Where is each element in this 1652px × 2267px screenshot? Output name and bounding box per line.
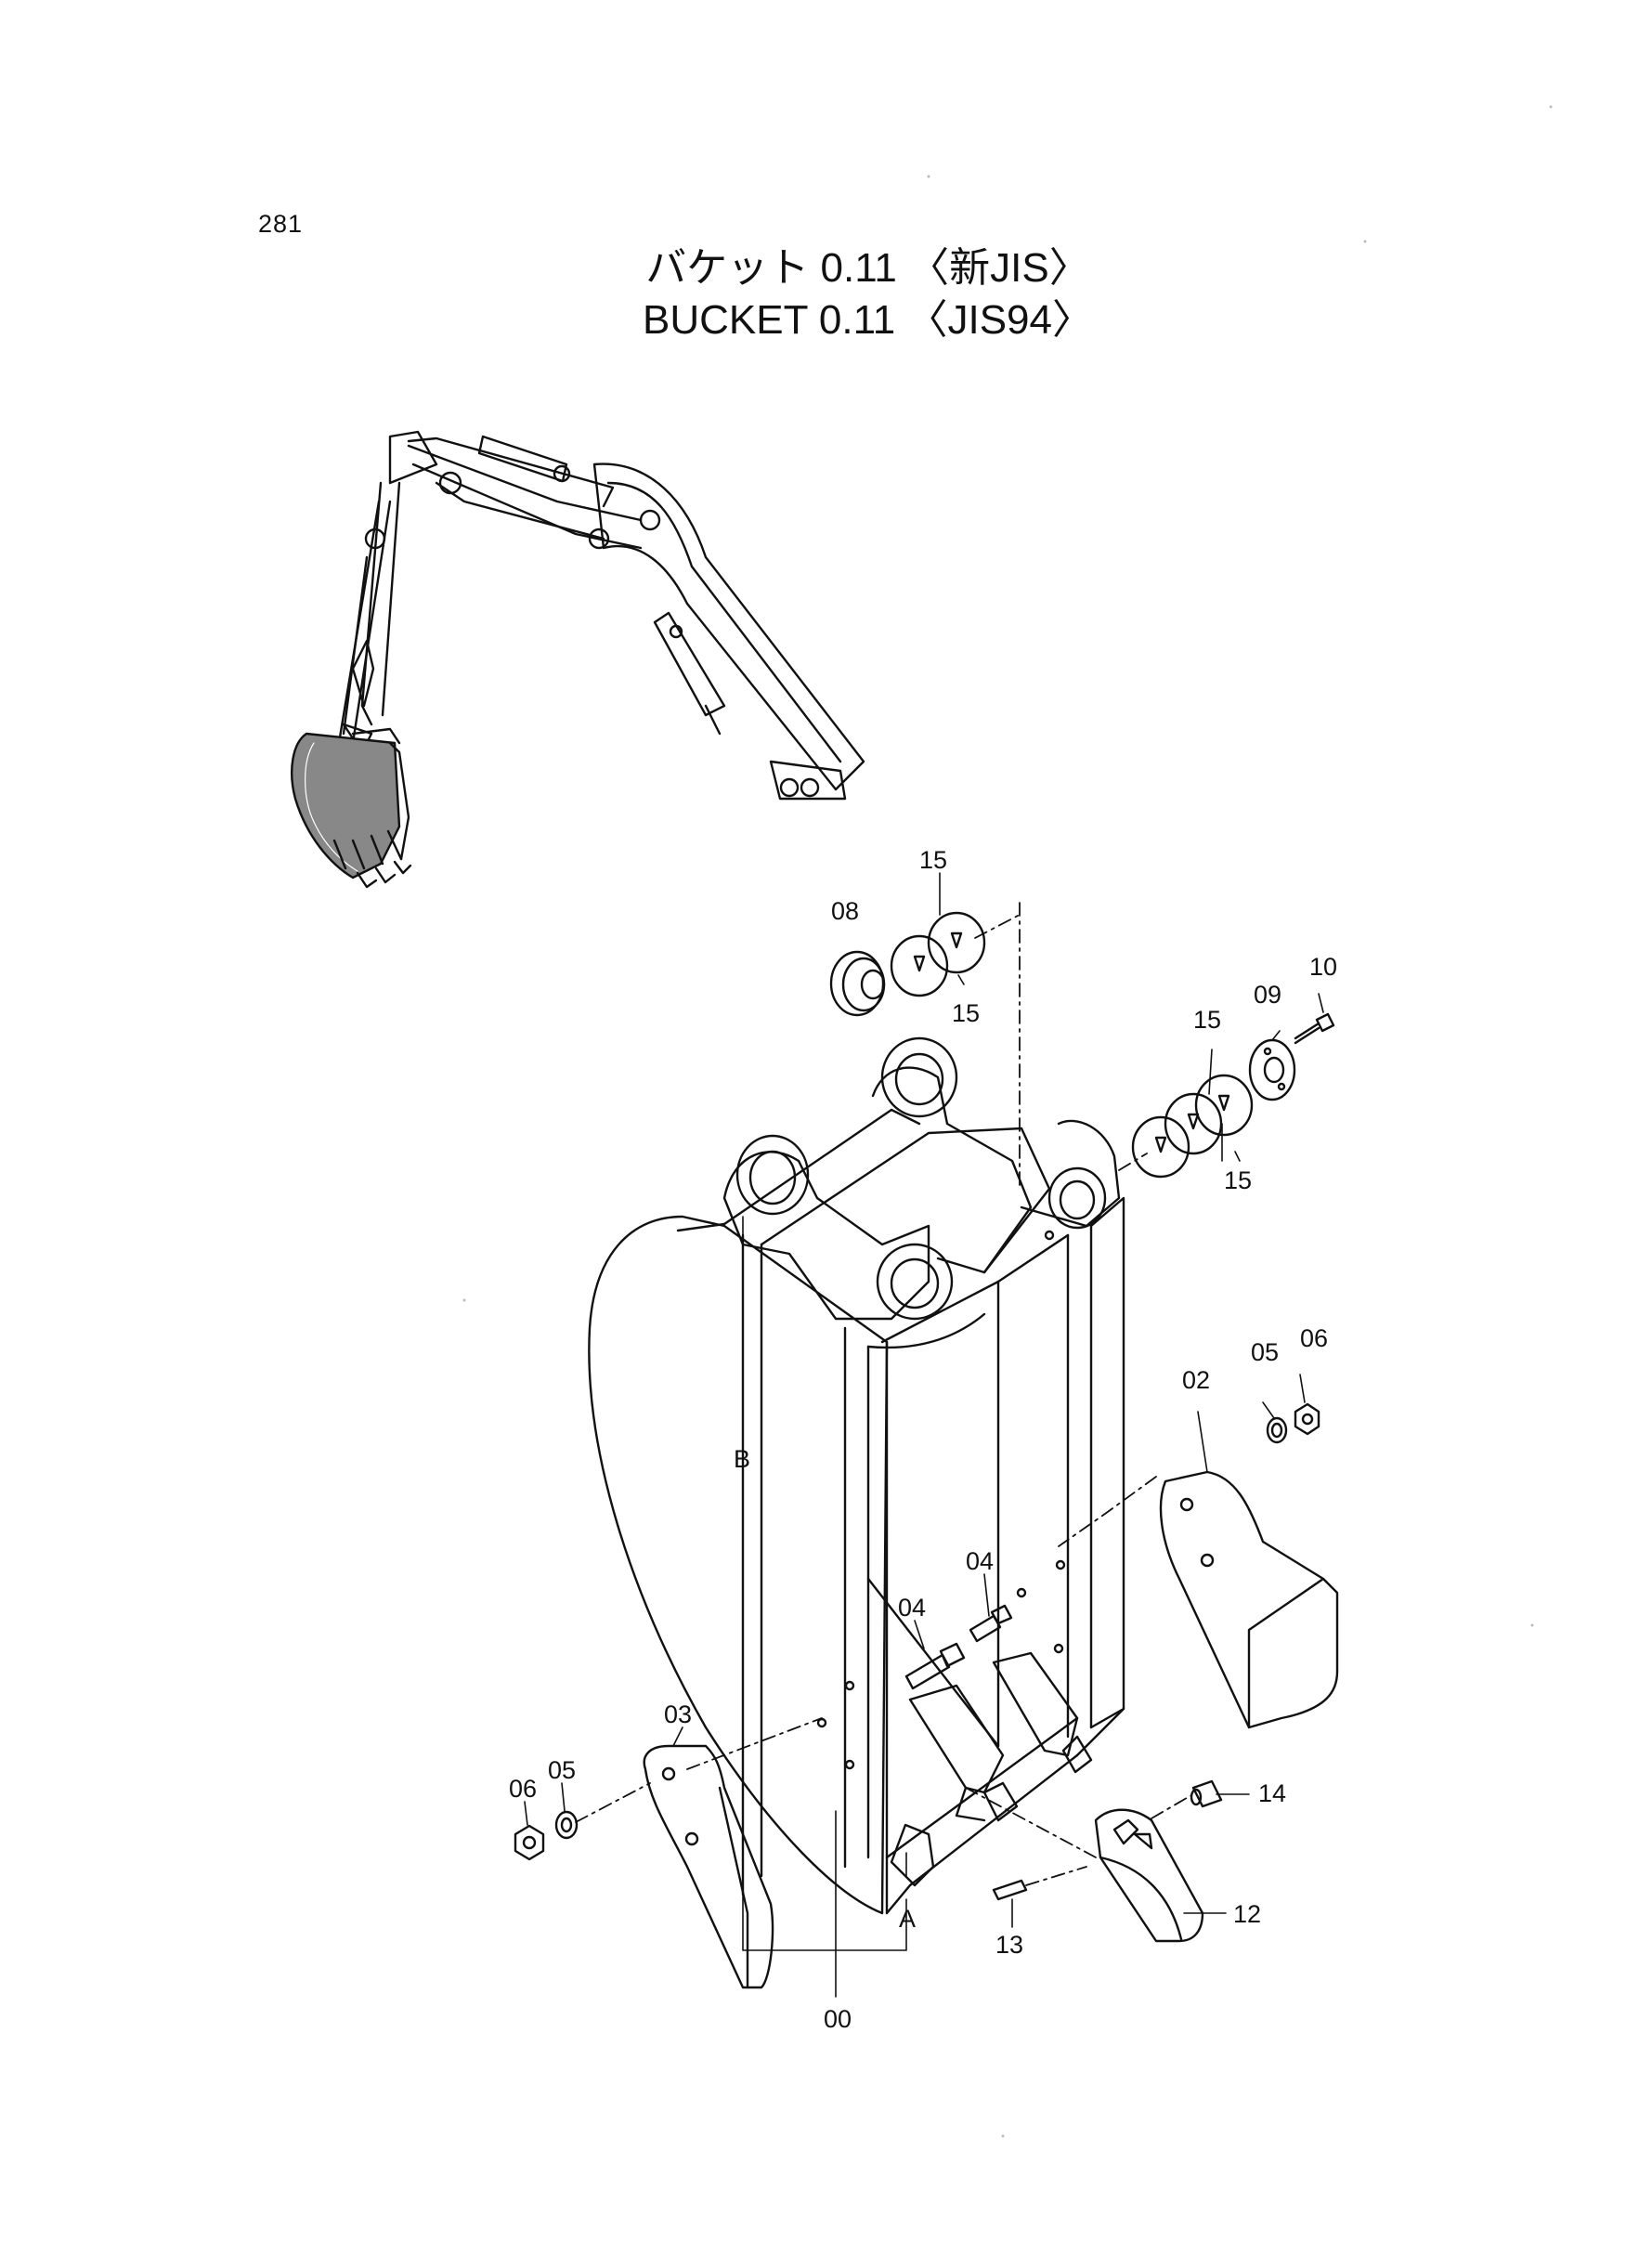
- tooth-lock: [992, 1879, 1028, 1901]
- bolt-04-right: [969, 1604, 1013, 1643]
- callout-00: 00: [824, 2005, 852, 2033]
- retainer-bolt: [1294, 1012, 1335, 1045]
- callout-05-right: 05: [1251, 1338, 1279, 1366]
- washer-05-right: [1266, 1416, 1288, 1444]
- nut-06-left: [514, 1824, 545, 1861]
- diagram-title-japanese: バケット 0.11 〈新JIS〉: [645, 245, 1090, 291]
- bucket-tooth: [1094, 1808, 1204, 1943]
- side-cutter-left: [643, 1744, 774, 1989]
- page-number: 281: [258, 210, 304, 238]
- callout-15-lower-right: 15: [1224, 1166, 1252, 1194]
- callout-13: 13: [995, 1931, 1023, 1959]
- bolt-04-left: [904, 1642, 966, 1690]
- leader-lines: [524, 872, 1324, 1928]
- callout-06-right: 06: [1300, 1324, 1328, 1352]
- callout-09: 09: [1254, 981, 1281, 1009]
- dust-seal: [829, 950, 886, 1017]
- reference-brackets: [742, 1123, 1223, 1998]
- shims-upper: [890, 911, 986, 997]
- reference-a: A: [899, 1905, 916, 1933]
- callout-05-left: 05: [548, 1756, 576, 1784]
- retainer-plate: [1248, 1038, 1296, 1101]
- callout-04-right: 04: [966, 1547, 994, 1575]
- washer-05-left: [554, 1810, 579, 1840]
- nut-06-right: [1294, 1402, 1320, 1436]
- callout-04-left: 04: [898, 1594, 926, 1622]
- callout-08: 08: [831, 897, 859, 925]
- bucket-body: [588, 1036, 1125, 1915]
- callout-labels: 15 08 15 10 09 15 15 06 05 02 B 04 04 03…: [509, 846, 1337, 2033]
- callout-12: 12: [1233, 1900, 1261, 1928]
- shims-right: [1131, 1074, 1254, 1179]
- assembly-lines: [575, 902, 1192, 1886]
- callout-03: 03: [664, 1700, 692, 1728]
- side-cutter-right: [1159, 1470, 1339, 1729]
- callout-02: 02: [1182, 1366, 1210, 1394]
- callout-15-top: 15: [919, 846, 947, 874]
- callout-15-upper-right: 15: [952, 999, 980, 1027]
- callout-06-left: 06: [509, 1775, 537, 1803]
- callout-14: 14: [1258, 1779, 1286, 1807]
- callout-10: 10: [1309, 953, 1337, 981]
- tooth-pin: [1190, 1779, 1223, 1808]
- excavator-arm-overview: [291, 430, 865, 889]
- diagram-title-english: BUCKET 0.11 〈JIS94〉: [642, 297, 1093, 343]
- scan-specks: [462, 105, 1553, 2138]
- reference-b: B: [734, 1445, 750, 1473]
- callout-15-right: 15: [1193, 1006, 1221, 1034]
